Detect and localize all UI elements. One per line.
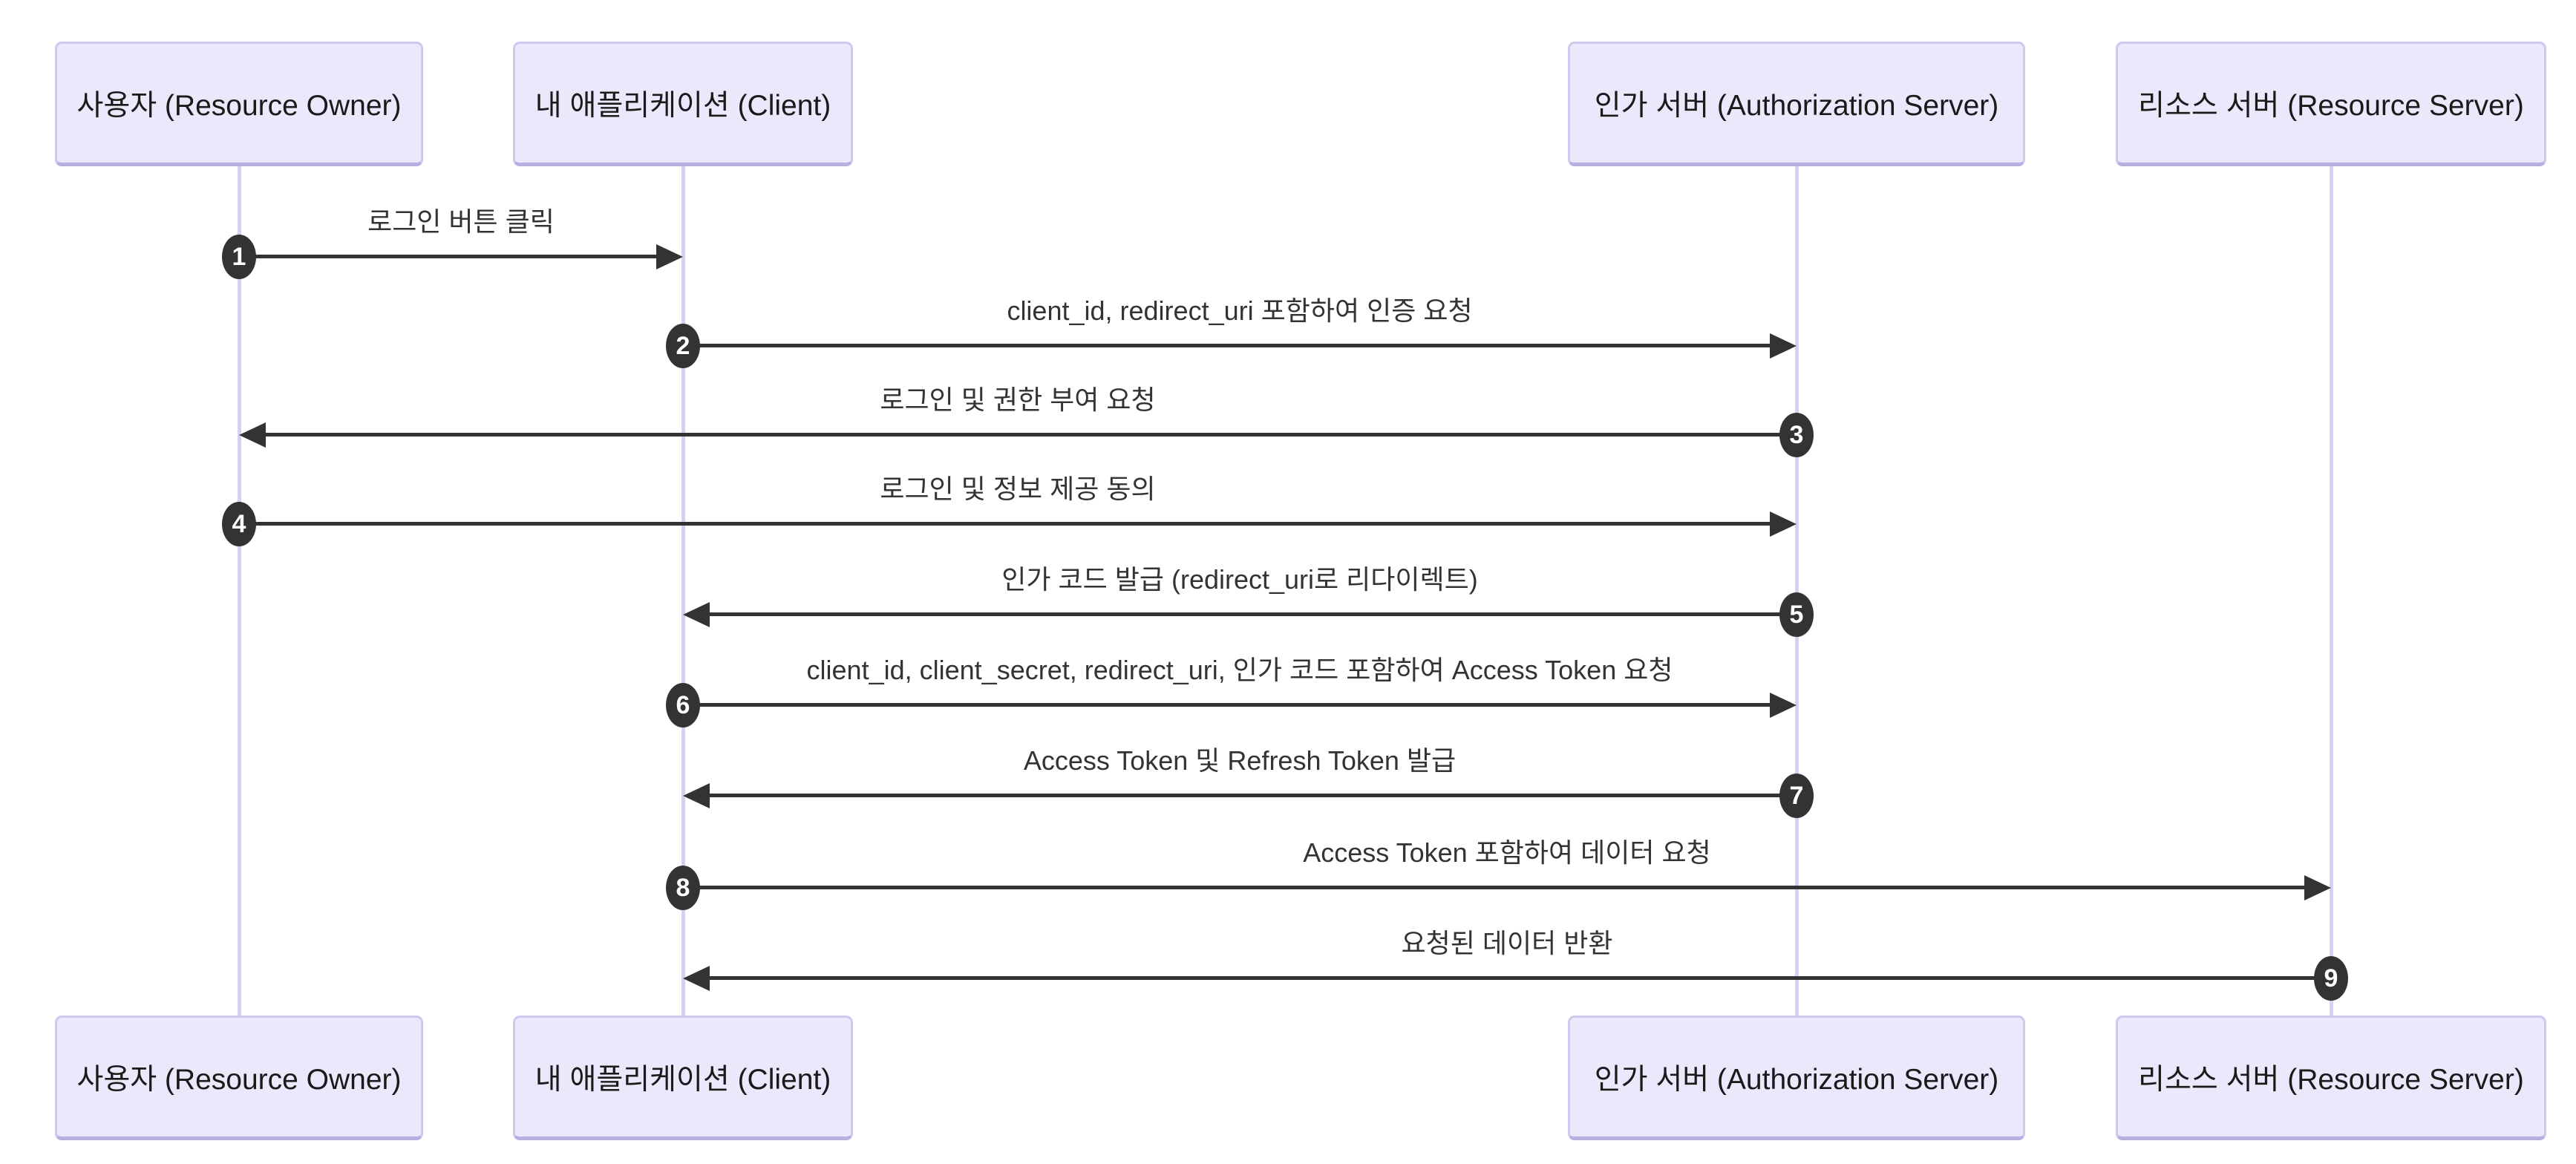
actor-label: 인가 서버 (Authorization Server) — [1594, 90, 1999, 122]
actor-label: 사용자 (Resource Owner) — [76, 1064, 402, 1096]
arrowhead-left-icon — [239, 422, 266, 448]
arrowhead-left-icon — [683, 783, 710, 808]
message-label: client_id, client_secret, redirect_uri, … — [806, 655, 1673, 685]
actor-label: 내 애플리케이션 (Client) — [535, 1064, 831, 1096]
message-label: 로그인 버튼 클릭 — [367, 206, 555, 237]
arrow-line — [263, 433, 1797, 436]
actor-box-auth-top: 인가 서버 (Authorization Server) — [1568, 42, 2025, 166]
arrow-line — [239, 255, 659, 258]
arrowhead-right-icon — [1770, 333, 1797, 359]
sequence-number-badge: 7 — [1779, 774, 1814, 818]
actor-box-resource-top: 리소스 서버 (Resource Server) — [2116, 42, 2546, 166]
message-label: Access Token 및 Refresh Token 발급 — [1023, 745, 1457, 776]
message-label: 로그인 및 권한 부여 요청 — [880, 385, 1156, 415]
actor-label: 내 애플리케이션 (Client) — [535, 90, 831, 122]
arrow-line — [707, 976, 2331, 980]
arrowhead-right-icon — [2304, 875, 2331, 900]
arrow-line — [683, 886, 2307, 889]
arrow-line — [683, 703, 1773, 707]
lifeline-resource — [2330, 166, 2333, 1016]
lifeline-user — [238, 166, 241, 1016]
arrow-line — [707, 794, 1797, 797]
actor-label: 리소스 서버 (Resource Server) — [2138, 1064, 2524, 1096]
message-label: 로그인 및 정보 제공 동의 — [880, 474, 1156, 504]
actor-box-client-top: 내 애플리케이션 (Client) — [513, 42, 853, 166]
sequence-number-badge: 8 — [666, 866, 700, 910]
actor-label: 인가 서버 (Authorization Server) — [1594, 1064, 1999, 1096]
actor-box-auth-bottom: 인가 서버 (Authorization Server) — [1568, 1016, 2025, 1140]
arrowhead-right-icon — [1770, 511, 1797, 537]
arrow-line — [239, 522, 1773, 526]
sequence-number-badge: 2 — [666, 324, 700, 368]
lifeline-client — [681, 166, 685, 1016]
actor-box-resource-bottom: 리소스 서버 (Resource Server) — [2116, 1016, 2546, 1140]
arrowhead-left-icon — [683, 602, 710, 627]
sequence-number-badge: 5 — [1779, 592, 1814, 637]
sequence-number-badge: 9 — [2314, 956, 2348, 1001]
arrow-line — [683, 344, 1773, 347]
sequence-number-badge: 6 — [666, 683, 700, 728]
actor-box-user-top: 사용자 (Resource Owner) — [55, 42, 423, 166]
message-label: 요청된 데이터 반환 — [1401, 928, 1613, 958]
message-label: 인가 코드 발급 (redirect_uri로 리다이렉트) — [1001, 564, 1478, 595]
arrowhead-right-icon — [656, 244, 683, 269]
message-label: Access Token 포함하여 데이터 요청 — [1303, 837, 1711, 868]
arrowhead-right-icon — [1770, 693, 1797, 718]
arrow-line — [707, 612, 1797, 616]
lifeline-auth — [1795, 166, 1799, 1016]
actor-label: 리소스 서버 (Resource Server) — [2138, 90, 2524, 122]
actor-box-client-bottom: 내 애플리케이션 (Client) — [513, 1016, 853, 1140]
arrowhead-left-icon — [683, 966, 710, 991]
sequence-number-badge: 1 — [222, 235, 256, 279]
sequence-number-badge: 4 — [222, 502, 256, 546]
actor-box-user-bottom: 사용자 (Resource Owner) — [55, 1016, 423, 1140]
actor-label: 사용자 (Resource Owner) — [76, 90, 402, 122]
sequence-number-badge: 3 — [1779, 413, 1814, 457]
message-label: client_id, redirect_uri 포함하여 인증 요청 — [1007, 295, 1473, 326]
